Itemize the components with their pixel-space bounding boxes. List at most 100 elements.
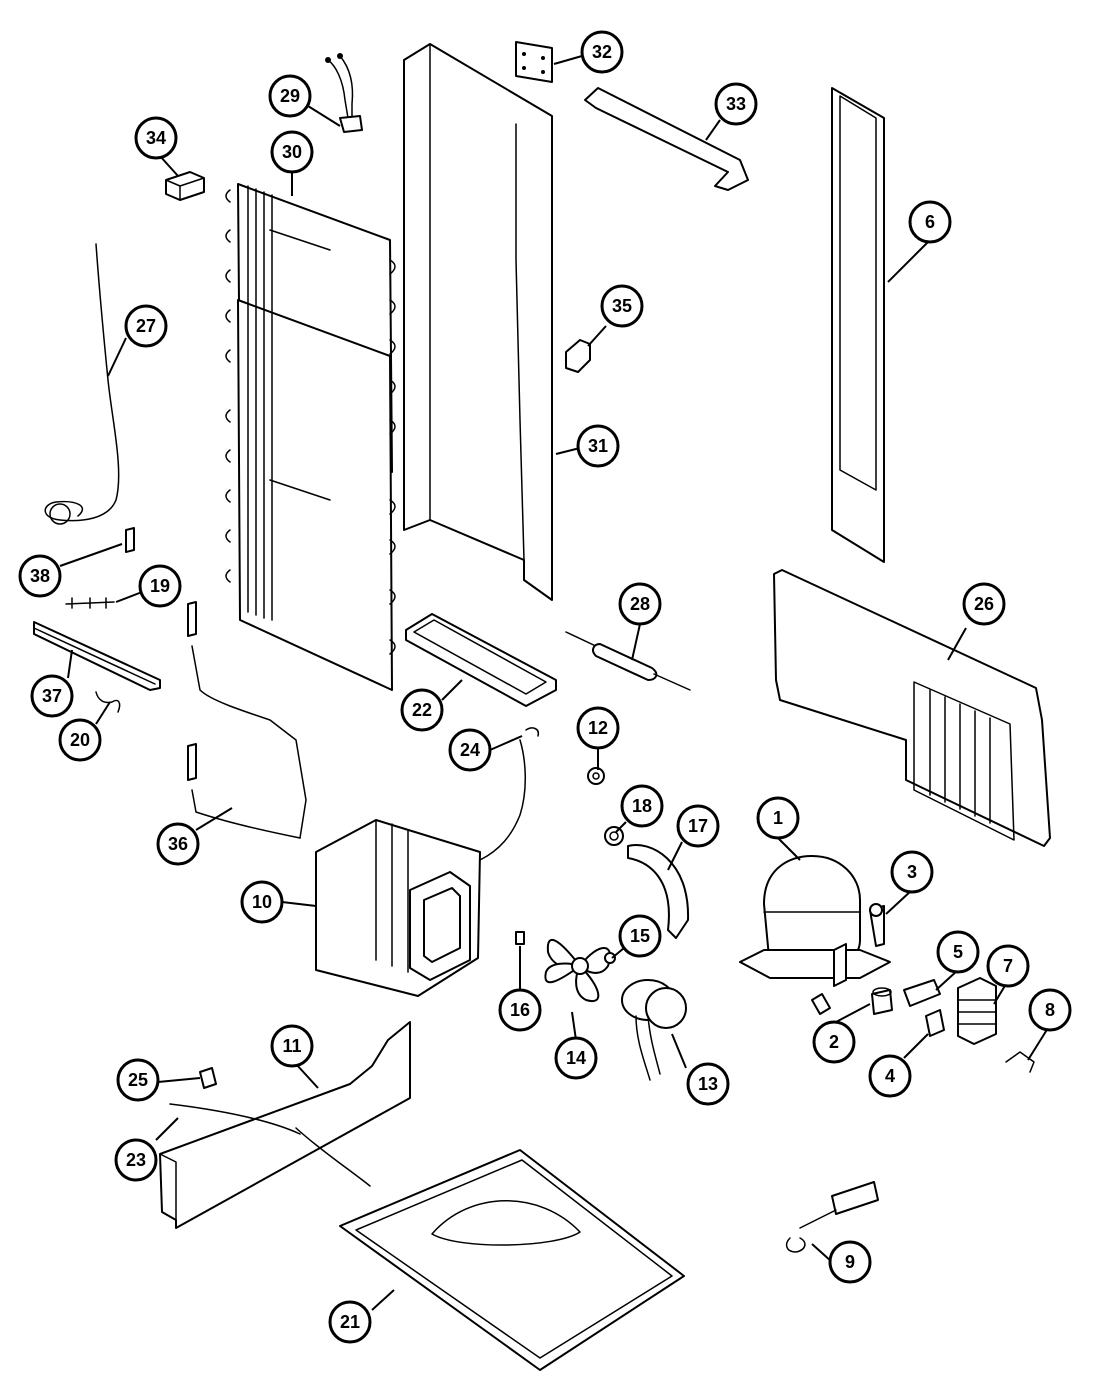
callout-16-label: 16 [510,1000,530,1020]
part-15-nut [604,952,616,964]
part-10-condenser [315,819,481,997]
callout-21-label: 21 [340,1312,360,1332]
callout-10-label: 10 [252,892,272,912]
part-9-valve [785,1181,879,1253]
callout-5: 5 [936,930,980,974]
callout-8: 8 [1028,988,1072,1032]
part-4-relay [925,1009,945,1037]
callout-1-label: 1 [773,808,783,828]
callout-27-label: 27 [136,316,156,336]
part-8-bracket [1005,1051,1035,1073]
part-16-clip [515,931,525,945]
part-1-compressor [739,855,891,1015]
callout-7-label: 7 [1003,956,1013,976]
callout-8-label: 8 [1045,1000,1055,1020]
callout-24-label: 24 [460,740,480,760]
callout-14-label: 14 [566,1048,586,1068]
callout-29: 29 [268,74,312,118]
callout-30-label: 30 [282,142,302,162]
callout-4-label: 4 [885,1066,895,1086]
part-18-grommet [604,826,624,846]
part-19-clip [65,597,115,609]
callout-27: 27 [124,304,168,348]
part-14-fan-blade [544,939,611,1003]
callout-35-label: 35 [612,296,632,316]
callout-31: 31 [576,424,620,468]
callout-19: 19 [138,564,182,608]
callout-33-label: 33 [726,94,746,114]
callout-6-label: 6 [925,212,935,232]
callout-5-label: 5 [953,942,963,962]
callout-3: 3 [890,850,934,894]
callout-25-label: 25 [128,1070,148,1090]
callout-17: 17 [676,804,720,848]
part-5-clip [903,979,941,1007]
callout-20: 20 [58,718,102,762]
part-35-clip [565,339,591,373]
callout-7: 7 [986,944,1030,988]
callout-24: 24 [448,728,492,772]
callout-31-label: 31 [588,436,608,456]
part-17-fan-bracket [627,844,690,939]
part-36-tubing [187,601,307,839]
callout-11: 11 [270,1024,314,1068]
callout-12-label: 12 [588,718,608,738]
callout-28-label: 28 [630,594,650,614]
part-22-drain-tray [405,613,557,707]
part-27-tube [44,243,120,525]
callout-38-label: 38 [30,566,50,586]
part-6-seal-strip [831,87,885,563]
callout-17-label: 17 [688,816,708,836]
callout-21: 21 [328,1300,372,1344]
part-7-overload [957,977,997,1045]
callout-1: 1 [756,796,800,840]
callout-37-label: 37 [42,686,62,706]
part-20-wire [95,691,121,713]
callout-10: 10 [240,880,284,924]
part-31-duct [403,43,553,601]
callout-4: 4 [868,1054,912,1098]
part-12-grommet [587,767,605,785]
callout-18-label: 18 [632,796,652,816]
part-26-rear-panel [773,569,1051,847]
part-23-tube [169,1103,371,1187]
callout-30: 30 [270,130,314,174]
part-2-grommet [871,987,893,1015]
callout-38: 38 [18,554,62,598]
part-37-bracket [33,621,161,691]
part-38-clip [125,527,135,553]
part-11-channel [159,1021,411,1229]
callout-18: 18 [620,784,664,828]
leader-lines [59,55,1049,1311]
callout-29-label: 29 [280,86,300,106]
callout-6: 6 [908,200,952,244]
callout-2: 2 [812,1020,856,1064]
callout-37: 37 [30,674,74,718]
callout-22-label: 22 [412,700,432,720]
callout-33: 33 [714,82,758,126]
callout-12: 12 [576,706,620,750]
part-30-evaporator [225,183,396,691]
callout-22: 22 [400,688,444,732]
callout-32: 32 [580,30,624,74]
callout-13: 13 [686,1062,730,1106]
callout-9: 9 [828,1240,872,1284]
callout-26: 26 [962,582,1006,626]
callout-36-label: 36 [168,834,188,854]
callout-14: 14 [554,1036,598,1080]
callout-2-label: 2 [829,1032,839,1052]
callout-26-label: 26 [974,594,994,614]
callout-36: 36 [156,822,200,866]
callout-35: 35 [600,284,644,328]
part-33-handle-bar [584,87,749,191]
callout-34: 34 [134,116,178,160]
callout-15: 15 [618,914,662,958]
callout-15-label: 15 [630,926,650,946]
part-29-wire-harness [325,53,363,133]
part-32-bracket [515,41,553,83]
part-13-fan-motor [621,979,687,1081]
callout-34-label: 34 [146,128,166,148]
part-28-drier [565,631,691,691]
